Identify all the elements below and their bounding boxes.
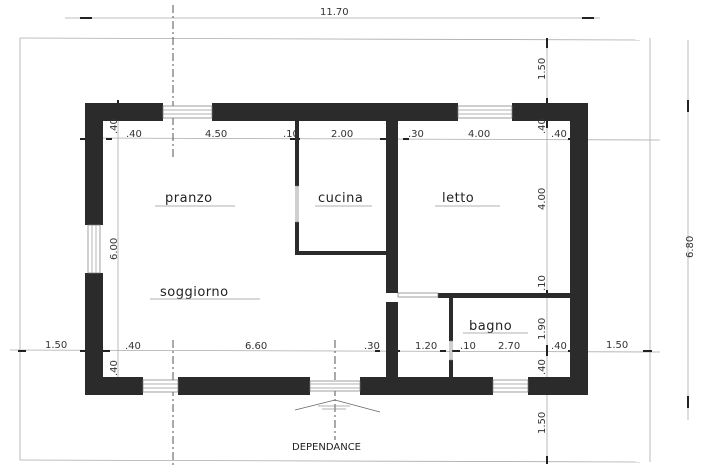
right-vertical-dimensions: .40 4.00 .10 1.90 .40 (537, 118, 548, 375)
dim-left-wall-top: .40 (109, 118, 120, 134)
dim-bottom-soggiorno: 6.60 (245, 341, 267, 352)
dim-top-pranzo: 4.50 (205, 129, 227, 140)
room-label-pranzo: pranzo (165, 191, 213, 206)
room-label-soggiorno: soggiorno (160, 285, 229, 300)
bottom-dimensions: .40 6.60 .30 1.20 .10 2.70 .40 (125, 341, 567, 352)
dim-total-depth: 6.80 (685, 236, 696, 258)
dim-left-interior: 6.00 (109, 238, 120, 260)
room-label-letto: letto (442, 191, 474, 206)
dim-right-wall-top: .40 (537, 118, 548, 134)
dim-right-partition: .10 (537, 275, 548, 291)
doors (294, 185, 453, 413)
windows (87, 105, 529, 393)
dim-margin-top: 1.50 (537, 58, 548, 80)
dim-margin-bottom: 1.50 (537, 412, 548, 434)
room-label-bagno: bagno (469, 319, 512, 334)
dim-left-wall-bottom: .40 (109, 360, 120, 376)
axis-lines (172, 5, 336, 465)
dim-bottom-corridor: 1.20 (415, 341, 437, 352)
dim-bottom-partition-2: .10 (460, 341, 476, 352)
room-labels: pranzo cucina letto soggiorno bagno (150, 191, 528, 334)
dim-top-letto: 4.00 (468, 129, 490, 140)
dim-top-cucina: 2.00 (331, 129, 353, 140)
dim-top-partition-2: .30 (408, 129, 424, 140)
dim-bottom-wall-right: .40 (551, 341, 567, 352)
dim-right-wall-bottom: .40 (537, 359, 548, 375)
dim-top-wall-left: .40 (126, 129, 142, 140)
dim-bottom-wall-left: .40 (125, 341, 141, 352)
reference-lines (19, 17, 689, 463)
dim-bottom-partition-1: .30 (364, 341, 380, 352)
dim-right-letto: 4.00 (537, 188, 548, 210)
left-vertical-dimensions: .40 6.00 .40 (109, 118, 120, 376)
dim-bottom-bagno: 2.70 (498, 341, 520, 352)
dim-margin-left: 1.50 (45, 340, 67, 351)
top-dimensions: .40 4.50 .10 2.00 .30 4.00 .40 (126, 129, 567, 140)
plan-title: DEPENDANCE (292, 442, 361, 453)
dim-right-bagno: 1.90 (537, 318, 548, 340)
overall-dimensions: 11.70 6.80 1.50 1.50 1.50 1.50 (45, 7, 696, 434)
walls (85, 103, 588, 395)
dim-total-width: 11.70 (320, 7, 349, 18)
dim-top-partition-1: .10 (283, 129, 299, 140)
dim-margin-right: 1.50 (606, 340, 628, 351)
dim-top-wall-right: .40 (551, 129, 567, 140)
room-label-cucina: cucina (318, 191, 363, 206)
